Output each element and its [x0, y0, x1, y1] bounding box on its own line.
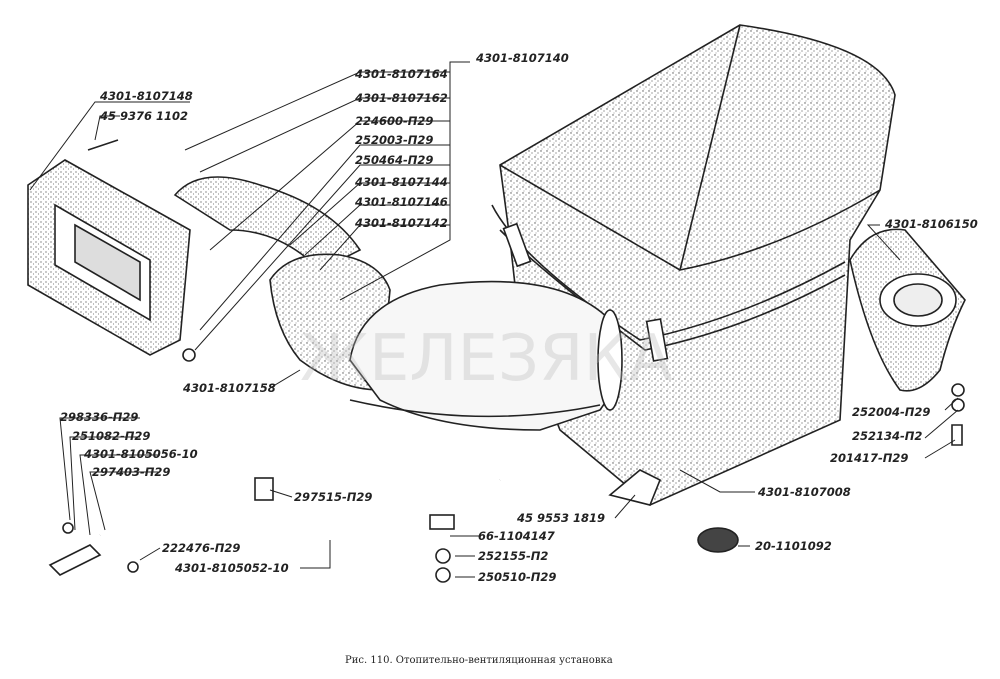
- label-297515-P29: 297515-П29: [294, 490, 372, 504]
- duct-flange: [27, 159, 191, 356]
- label-4301-8105056-10: 4301-8105056-10: [83, 447, 198, 461]
- label-45-9376-1102: 45 9376 1102: [99, 109, 188, 123]
- label-4301-8107146: 4301-8107146: [354, 195, 448, 209]
- label-4301-8106150: 4301-8106150: [884, 217, 978, 231]
- label-4301-8107164: 4301-8107164: [354, 67, 448, 81]
- label-20-1101092: 20-1101092: [755, 539, 832, 553]
- label-224600-P29: 224600-П29: [355, 114, 433, 128]
- label-4301-8107144: 4301-8107144: [354, 175, 448, 189]
- label-66-1104147: 66-1104147: [478, 529, 555, 543]
- label-4301-8107148: 4301-8107148: [99, 89, 193, 103]
- leader-lines: [29, 61, 959, 578]
- label-252003-P29: 252003-П29: [355, 133, 433, 147]
- figure-caption: Рис. 110. Отопительно-вентиляционная уст…: [345, 655, 613, 666]
- label-298336-P29: 298336-П29: [60, 410, 138, 424]
- label-251082-P29: 251082-П29: [72, 429, 150, 443]
- label-250510-P29: 250510-П29: [478, 570, 556, 584]
- label-4301-8107140: 4301-8107140: [475, 51, 569, 65]
- label-4301-8107142: 4301-8107142: [354, 216, 448, 230]
- label-201417-P29: 201417-П29: [830, 451, 908, 465]
- label-250464-P29: 250464-П29: [355, 153, 433, 167]
- label-4301-8107158: 4301-8107158: [182, 381, 276, 395]
- label-297403-P29: 297403-П29: [92, 465, 170, 479]
- label-4301-8107008: 4301-8107008: [757, 485, 851, 499]
- label-252134-P2: 252134-П2: [852, 429, 922, 443]
- label-4301-8105052-10: 4301-8105052-10: [174, 561, 289, 575]
- part-labels: 4301-8107140 4301-8107164 4301-8107162 2…: [60, 51, 978, 584]
- label-222476-P29: 222476-П29: [162, 541, 240, 555]
- water-hose: [48, 475, 503, 576]
- label-45-9553-1819: 45 9553 1819: [516, 511, 605, 525]
- fasteners: [62, 139, 965, 583]
- heater-housing: [491, 24, 896, 506]
- air-nozzle: [849, 228, 966, 392]
- label-252155-P2: 252155-П2: [478, 549, 548, 563]
- label-252004-P29: 252004-П29: [852, 405, 930, 419]
- label-4301-8107162: 4301-8107162: [354, 91, 448, 105]
- watermark: ЖЕЛЕЗЯКА: [300, 322, 673, 396]
